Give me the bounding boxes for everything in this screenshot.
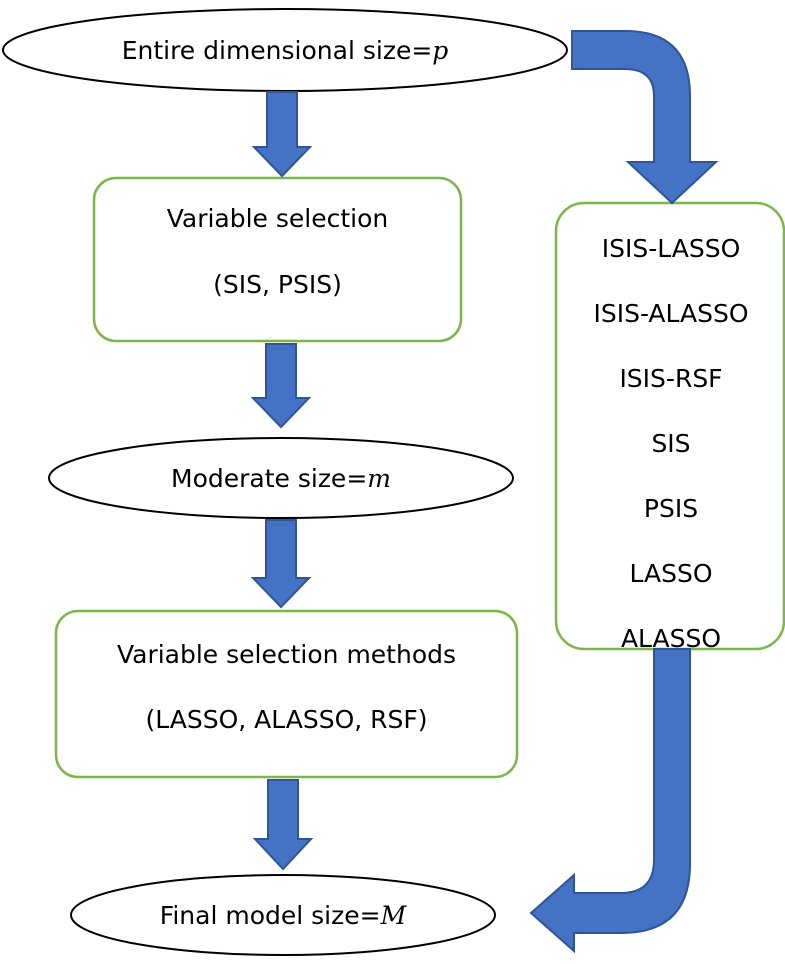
moderate-size-text: Moderate size=	[171, 463, 368, 493]
final-size-text: Final model size=	[159, 900, 381, 930]
down-arrow-4	[252, 779, 314, 871]
method-item-sis: SIS	[651, 429, 691, 458]
method-item-lasso: LASSO	[629, 559, 713, 588]
final-size-var: M	[380, 900, 407, 930]
curved-arrow-bottom	[529, 648, 691, 954]
curved-arrow-top	[571, 30, 719, 205]
entire-size-label: Entire dimensional size= p	[20, 28, 550, 72]
entire-size-text: Entire dimensional size=	[121, 35, 433, 65]
methods-list: ISIS-LASSO ISIS-ALASSO ISIS-RSF SIS PSIS…	[556, 216, 785, 671]
final-size-label: Final model size= M	[80, 893, 486, 937]
method-item-alasso: ALASSO	[620, 624, 722, 653]
variable-selection-methods-title: Variable selection methods	[116, 639, 457, 669]
variable-selection-title: Variable selection	[166, 203, 389, 233]
method-item-psis: PSIS	[643, 494, 699, 523]
final-size-ellipse	[70, 874, 496, 956]
variable-selection-box	[92, 176, 463, 343]
method-item-isis-rsf: ISIS-RSF	[619, 364, 723, 393]
down-arrow-3	[250, 519, 312, 609]
down-arrow-2	[250, 343, 312, 429]
method-item-isis-lasso: ISIS-LASSO	[601, 234, 741, 263]
variable-selection-methods-box	[54, 609, 519, 779]
method-item-isis-alasso: ISIS-ALASSO	[593, 299, 749, 328]
down-arrow-1	[251, 91, 313, 178]
moderate-size-label: Moderate size= m	[60, 456, 502, 500]
entire-size-var: p	[432, 35, 449, 65]
variable-selection-subtitle: (SIS, PSIS)	[213, 269, 342, 299]
moderate-size-ellipse	[48, 437, 514, 519]
moderate-size-var: m	[367, 463, 391, 493]
variable-selection-methods-subtitle: (LASSO, ALASSO, RSF)	[145, 704, 428, 734]
